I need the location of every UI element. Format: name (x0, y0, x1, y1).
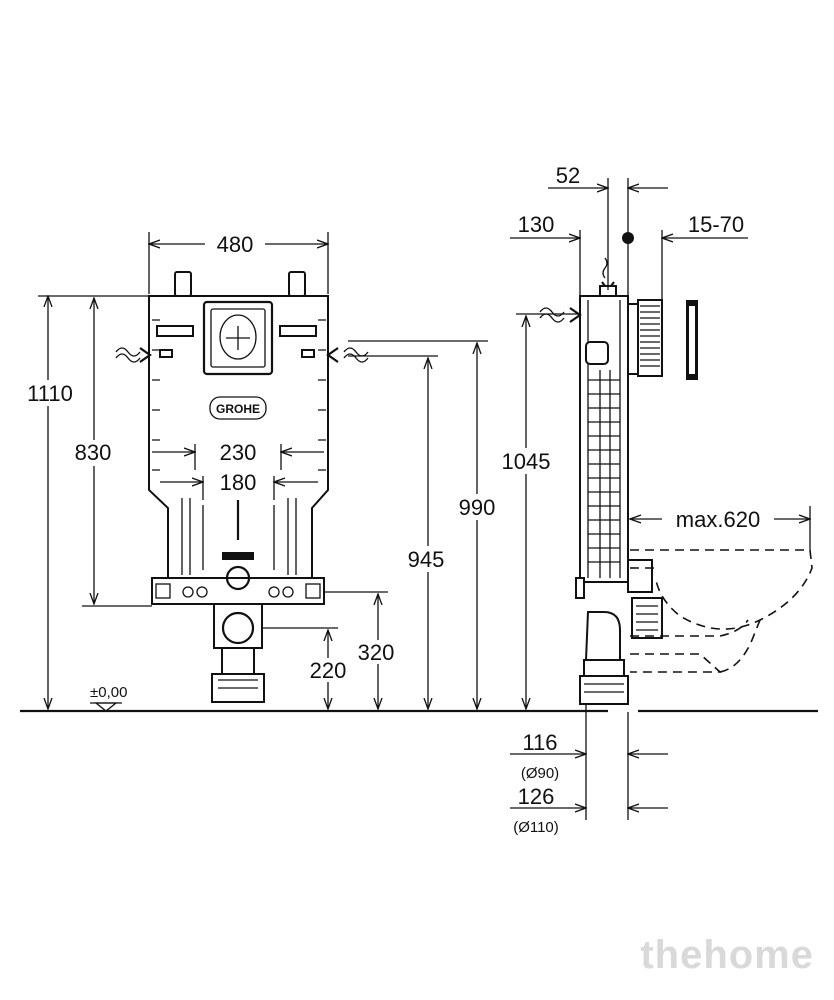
dim-126-label: 126 (518, 784, 555, 809)
dim-1045: 1045 (496, 313, 578, 709)
dim-116-126: 116 (Ø90) 126 (Ø110) (510, 704, 668, 836)
dim-max620: max.620 (630, 506, 810, 550)
dim-15-70-label: 15-70 (688, 212, 744, 237)
dim-130-label: 130 (518, 212, 555, 237)
side-ribs (588, 379, 620, 563)
dim-max620-label: max.620 (676, 507, 760, 532)
side-frame (539, 257, 698, 705)
dim-480-label: 480 (217, 232, 254, 257)
dim-480: 480 (149, 228, 328, 294)
floor-level-marker: ±0,00 (90, 684, 127, 712)
watermark: thehome (640, 933, 814, 977)
dim-180-label: 180 (220, 470, 257, 495)
dim-220: 220 (262, 627, 353, 709)
dim-1110-label: 1110 (27, 381, 73, 406)
dim-990-label: 990 (459, 495, 496, 520)
dim-230: 230 (152, 440, 324, 470)
dim-320-label: 320 (358, 640, 395, 665)
dim-116-label: 116 (522, 730, 557, 755)
dim-180: 180 (160, 470, 318, 500)
front-frame: GROHE (115, 271, 369, 703)
dim-126-diameter: (Ø110) (513, 819, 559, 836)
dim-52: 52 (548, 163, 668, 296)
dim-116-diameter: (Ø90) (521, 765, 559, 782)
dim-220-label: 220 (310, 658, 347, 683)
dim-830-label: 830 (75, 440, 112, 465)
dim-320: 320 (324, 591, 402, 709)
dim-1110: 1110 (20, 296, 149, 709)
dim-1045-label: 1045 (502, 449, 551, 474)
dim-230-label: 230 (220, 440, 257, 465)
dim-945-label: 945 (408, 547, 445, 572)
toilet-bowl-outline (630, 549, 813, 673)
dim-52-label: 52 (556, 163, 580, 188)
dim-945: 945 (348, 355, 454, 709)
dim-830: 830 (68, 298, 152, 607)
dim-990: 990 (348, 340, 504, 709)
dim-130: 130 (510, 212, 580, 296)
brand-logo-text: GROHE (216, 402, 260, 416)
dim-15-70: 15-70 (622, 212, 748, 300)
floor-level-label: ±0,00 (90, 684, 127, 701)
brand-logo-badge (209, 396, 267, 420)
